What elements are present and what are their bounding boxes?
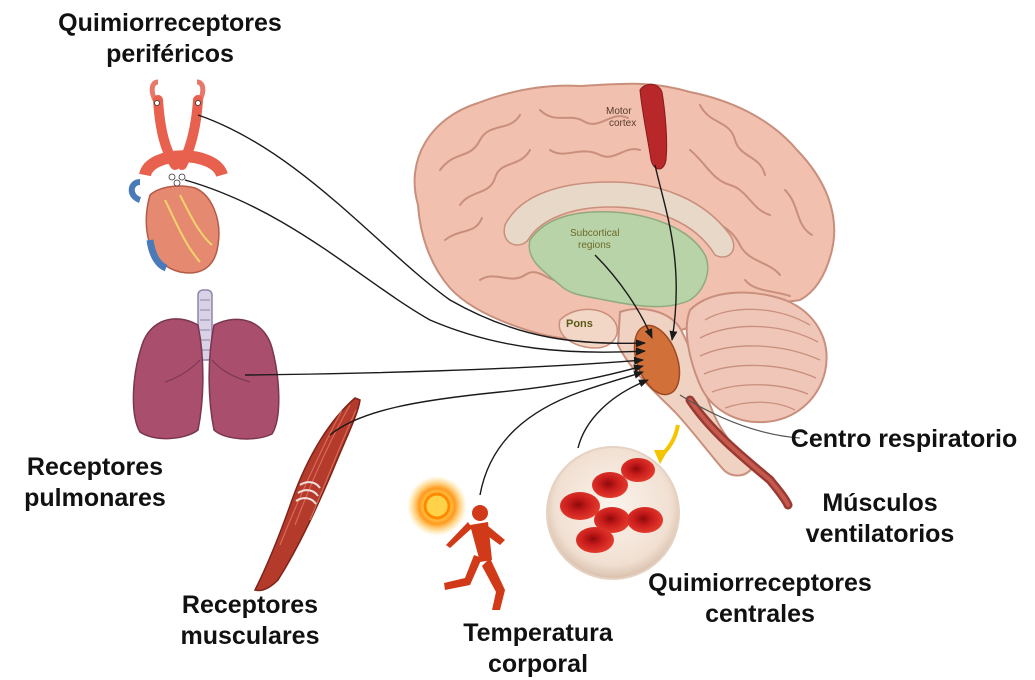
motor-cortex-label-2: cortex — [609, 118, 636, 129]
svg-text:Subcortical: Subcortical — [570, 228, 619, 239]
label-resp-center-line1: Centro respiratorio — [776, 424, 1032, 455]
label-vent-line2: ventilatorios — [800, 519, 960, 550]
label-ventilatory-muscles: Músculos ventilatorios — [800, 488, 960, 550]
label-central-line2: centrales — [620, 599, 900, 630]
left-lung — [133, 319, 202, 439]
svg-text:Motor: Motor — [606, 106, 632, 117]
arrow-central — [578, 380, 648, 448]
arrow-muscle — [330, 366, 643, 435]
arrow-lungs — [245, 360, 643, 375]
right-lung — [209, 319, 279, 439]
svg-text:cortex: cortex — [609, 118, 636, 129]
subcortical-label-2: regions — [578, 240, 611, 251]
label-muscular-receptors: Receptores musculares — [150, 590, 350, 652]
label-muscular-line1: Receptores — [150, 590, 350, 621]
subcortical-label-1: Subcortical — [570, 228, 619, 239]
label-pulmonary-line2: pulmonares — [0, 483, 190, 514]
label-temperature-line2: corporal — [438, 649, 638, 680]
label-temperature-line1: Temperatura — [438, 618, 638, 649]
sun-icon — [407, 476, 467, 536]
label-respiratory-center: Centro respiratorio — [776, 424, 1032, 455]
brain: Motor cortex Subcortical regions Pons — [415, 84, 835, 505]
motor-cortex-label-1: Motor — [606, 106, 632, 117]
label-pulmonary-receptors: Receptores pulmonares — [0, 452, 190, 514]
label-peripheral-line1: Quimiorreceptores — [0, 8, 340, 39]
pons-label: Pons — [566, 318, 593, 330]
label-peripheral-line2: periféricos — [0, 39, 340, 70]
label-vent-line1: Músculos — [800, 488, 960, 519]
label-pulmonary-line1: Receptores — [0, 452, 190, 483]
blood-cells-circle — [547, 447, 679, 579]
label-central-line1: Quimiorreceptores — [620, 568, 900, 599]
label-central-chemoreceptors: Quimiorreceptores centrales — [620, 568, 900, 630]
svg-text:regions: regions — [578, 240, 611, 251]
lungs — [133, 290, 278, 439]
label-peripheral-chemoreceptors: Quimiorreceptores periféricos — [0, 8, 340, 70]
label-muscular-line2: musculares — [150, 621, 350, 652]
label-body-temperature: Temperatura corporal — [438, 618, 638, 680]
heart-and-vessels — [132, 82, 222, 273]
